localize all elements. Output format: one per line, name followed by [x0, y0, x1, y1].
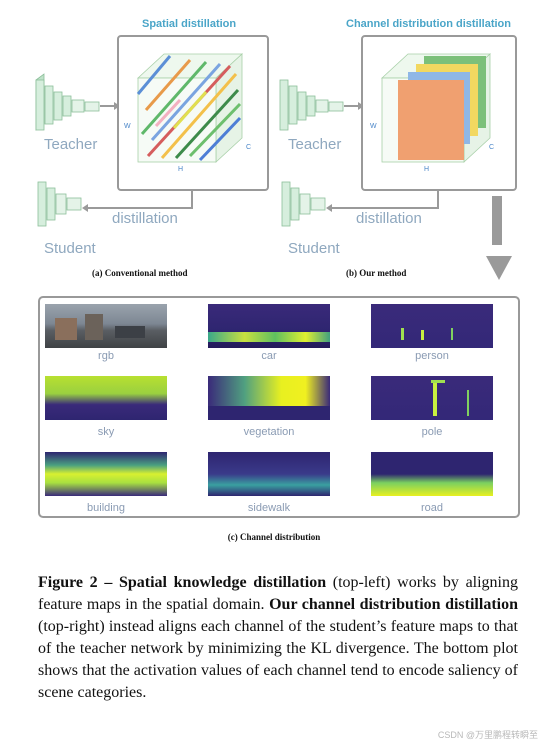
thumbnail-person	[371, 304, 493, 348]
caption-label: Figure 2 – Spatial knowledge distillatio…	[38, 574, 327, 591]
axis-h-label: H	[424, 166, 430, 173]
watermark: CSDN @万里鹏程转瞬至	[437, 730, 538, 740]
distillation-label: distillation	[112, 210, 178, 227]
student-label: Student	[44, 240, 96, 257]
spatial-feature-cube	[117, 35, 269, 191]
thumb-label: pole	[421, 426, 443, 438]
thumb-label: rgb	[98, 350, 114, 362]
subcaption-a: (a) Conventional method	[92, 268, 188, 278]
thumb-label: road	[420, 502, 444, 514]
student-label: Student	[288, 240, 340, 257]
thumbnail-vegetation	[208, 376, 330, 420]
distillation-label: distillation	[356, 210, 422, 227]
thumbnail-sky	[45, 376, 167, 420]
teacher-label: Teacher	[288, 136, 342, 153]
thumbnail-road	[371, 452, 493, 496]
thumbnail-sidewalk	[208, 452, 330, 496]
student-network-icon	[37, 181, 82, 227]
subcaption-c: (c) Channel distribution	[227, 532, 321, 542]
subcaption-b: (b) Our method	[346, 268, 407, 278]
thumbnail-car	[208, 304, 330, 348]
caption-text-2: (top-right) instead aligns each channel …	[38, 618, 518, 701]
thumbnail-rgb	[45, 304, 167, 348]
caption-bold-2: Our channel distribution distillation	[269, 596, 518, 613]
panel-b-diagram	[279, 35, 517, 245]
thumbnail-pole	[371, 376, 493, 420]
axis-w-label: W	[124, 123, 131, 130]
down-arrow-head-icon	[486, 256, 512, 280]
student-network-icon	[281, 181, 326, 227]
channel-distribution-panel: rgb car person sky vegetation pole build…	[38, 296, 520, 518]
thumb-label: building	[87, 502, 125, 514]
axis-h-label: H	[178, 166, 184, 173]
panel-a-title: Spatial distillation	[142, 18, 237, 30]
caption-text-1: (top-left) works by aligning feature map…	[38, 574, 519, 613]
axis-w-label: W	[370, 123, 377, 130]
thumbnail-building	[45, 452, 167, 496]
channel-feature-cube	[361, 35, 517, 191]
axis-c-label: C	[489, 144, 495, 151]
thumb-label: sidewalk	[247, 502, 291, 514]
figure-caption: Figure 2 – Spatial knowledge distillatio…	[38, 572, 518, 704]
teacher-label: Teacher	[44, 136, 98, 153]
panel-b-title: Channel distribution distillation	[346, 18, 511, 30]
teacher-network-icon	[35, 73, 100, 131]
thumb-label: car	[261, 350, 277, 362]
panel-a-diagram	[35, 35, 269, 227]
thumb-label: vegetation	[243, 426, 295, 438]
thumb-label: sky	[97, 426, 115, 438]
thumb-label: person	[415, 350, 449, 362]
down-arrow-icon	[492, 196, 502, 245]
axis-c-label: C	[246, 144, 252, 151]
teacher-network-icon	[279, 79, 344, 131]
